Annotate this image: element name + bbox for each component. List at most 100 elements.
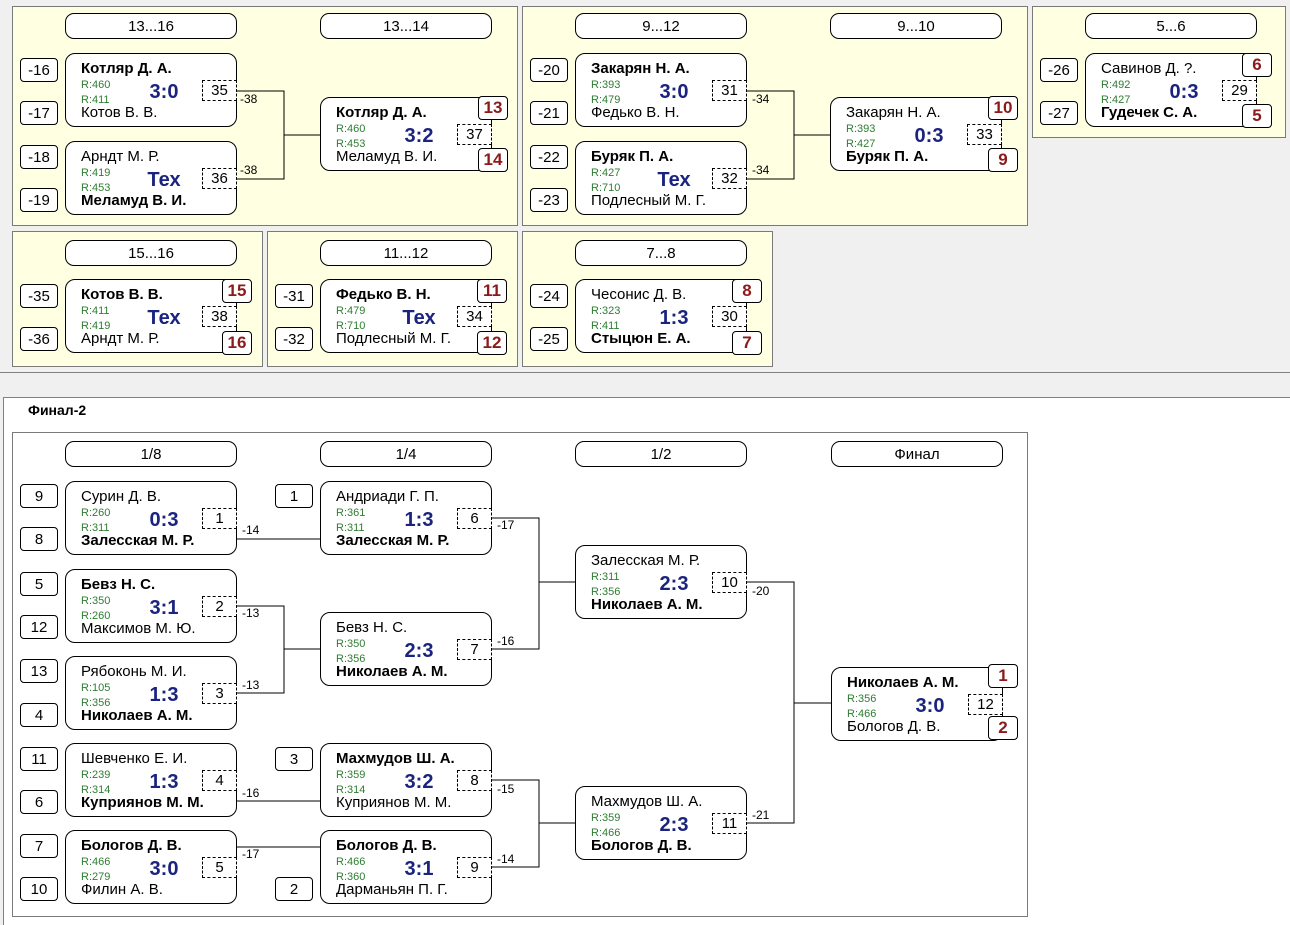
match-number: 6 [457, 508, 492, 529]
seed-box: 2 [275, 877, 313, 901]
final-match-card[interactable]: Николаев А. М. R:356 R:466 3:0 12 Болого… [831, 667, 1003, 741]
player-name: Буряк П. А. [846, 148, 929, 165]
match-score: Тех [147, 307, 181, 329]
player-rating: R:427 [591, 167, 621, 179]
match-card[interactable]: Арндт М. Р. R:419 R:453 Тех 36 Меламуд В… [65, 141, 237, 215]
player-rating: R:393 [591, 79, 621, 91]
match-card[interactable]: Закарян Н. А. R:393 R:427 0:3 33 Буряк П… [830, 97, 1002, 171]
player-name: Котляр Д. А. [81, 60, 172, 77]
match-card[interactable]: Бевз Н. С. R:350 R:356 2:3 7 Николаев А.… [320, 612, 492, 686]
match-score: 1:3 [149, 684, 179, 706]
match-card[interactable]: Рябоконь М. И. R:105 R:356 1:3 3 Николае… [65, 656, 237, 730]
player-name: Филин А. В. [81, 881, 163, 898]
player-name: Федько В. Н. [591, 104, 680, 121]
match-number: 11 [712, 813, 747, 834]
match-score: 3:0 [149, 858, 179, 880]
match-card[interactable]: Бологов Д. В. R:466 R:279 3:0 5 Филин А.… [65, 830, 237, 904]
player-rating: R:466 [336, 856, 366, 868]
place-badge: 9 [988, 148, 1018, 172]
place-badge: 8 [732, 279, 762, 303]
match-card[interactable]: Залесская М. Р. R:311 R:356 2:3 10 Никол… [575, 545, 747, 619]
match-card[interactable]: Бевз Н. С. R:350 R:260 3:1 2 Максимов М.… [65, 569, 237, 643]
seed-box: 1 [275, 484, 313, 508]
player-rating: R:260 [81, 507, 111, 519]
seed-box: -20 [530, 58, 568, 82]
match-score: 3:0 [915, 695, 945, 717]
player-rating: R:411 [81, 305, 110, 317]
match-card[interactable]: Чесонис Д. В. R:323 R:411 1:3 30 Стыцюн … [575, 279, 747, 353]
player-rating: R:356 [847, 693, 877, 705]
player-name: Залесская М. Р. [81, 532, 195, 549]
seed-box: -36 [20, 327, 58, 351]
match-card[interactable]: Махмудов Ш. А. R:359 R:466 2:3 11 Болого… [575, 786, 747, 860]
place-badge: 11 [477, 279, 507, 303]
match-card[interactable]: Котов В. В. R:411 R:419 Тех 38 Арндт М. … [65, 279, 237, 353]
next-match-label: -14 [497, 852, 515, 866]
player-name: Куприянов М. М. [336, 794, 452, 811]
player-rating: R:460 [336, 123, 366, 135]
player-rating: R:479 [591, 94, 621, 106]
match-card[interactable]: Буряк П. А. R:427 R:710 Тех 32 Подлесный… [575, 141, 747, 215]
match-card[interactable]: Шевченко Е. И. R:239 R:314 1:3 4 Куприян… [65, 743, 237, 817]
seed-box: -21 [530, 101, 568, 125]
player-rating: R:466 [847, 708, 877, 720]
player-rating: R:427 [846, 138, 876, 150]
seed-box: 13 [20, 659, 58, 683]
match-number: 33 [967, 124, 1002, 145]
match-number: 34 [457, 306, 492, 327]
place-badge: 16 [222, 331, 252, 355]
match-card[interactable]: Федько В. Н. R:479 R:710 Тех 34 Подлесны… [320, 279, 492, 353]
seed-box: -31 [275, 284, 313, 308]
player-rating: R:453 [336, 138, 366, 150]
player-rating: R:356 [81, 697, 111, 709]
match-card[interactable]: Котляр Д. А. R:460 R:453 3:2 37 Меламуд … [320, 97, 492, 171]
match-number: 31 [712, 80, 747, 101]
match-number: 37 [457, 124, 492, 145]
seed-box: 4 [20, 703, 58, 727]
match-card[interactable]: Закарян Н. А. R:393 R:479 3:0 31 Федько … [575, 53, 747, 127]
next-match-label: -20 [752, 584, 770, 598]
next-match-label: -34 [752, 163, 770, 177]
player-rating: R:239 [81, 769, 111, 781]
seed-box: -18 [20, 145, 58, 169]
place-badge: 5 [1242, 104, 1272, 128]
round-header: 1/4 [320, 441, 492, 467]
place-badge: 6 [1242, 53, 1272, 77]
player-rating: R:359 [591, 812, 621, 824]
player-rating: R:460 [81, 79, 111, 91]
player-rating: R:492 [1101, 79, 1131, 91]
match-card[interactable]: Котляр Д. А. R:460 R:411 3:0 35 Котов В.… [65, 53, 237, 127]
player-name: Закарян Н. А. [846, 104, 941, 121]
next-match-label: -13 [242, 678, 260, 692]
player-rating: R:419 [81, 320, 111, 332]
bracket-header: 13...14 [320, 13, 492, 39]
player-rating: R:350 [81, 595, 111, 607]
match-card[interactable]: Андриади Г. П. R:361 R:311 1:3 6 Залесск… [320, 481, 492, 555]
player-name: Николаев А. М. [847, 674, 959, 691]
match-number: 7 [457, 639, 492, 660]
match-number: 9 [457, 857, 492, 878]
player-rating: R:260 [81, 610, 111, 622]
player-rating: R:419 [81, 167, 111, 179]
seed-box: 5 [20, 572, 58, 596]
next-match-label: -38 [240, 92, 258, 106]
player-name: Николаев А. М. [336, 663, 448, 680]
place-badge: 7 [732, 331, 762, 355]
next-match-label: -14 [242, 523, 260, 537]
seed-box: -26 [1040, 58, 1078, 82]
seed-box: 6 [20, 790, 58, 814]
match-card[interactable]: Сурин Д. В. R:260 R:311 0:3 1 Залесская … [65, 481, 237, 555]
match-score: Тех [657, 169, 691, 191]
place-badge: 10 [988, 96, 1018, 120]
player-name: Арндт М. Р. [81, 330, 160, 347]
match-score: 0:3 [149, 509, 179, 531]
match-card[interactable]: Савинов Д. ?. R:492 R:427 0:3 29 Гудечек… [1085, 53, 1257, 127]
place-badge: 14 [478, 148, 508, 172]
match-card[interactable]: Махмудов Ш. А. R:359 R:314 3:2 8 Куприян… [320, 743, 492, 817]
player-name: Стыцюн Е. А. [591, 330, 691, 347]
player-rating: R:311 [81, 522, 110, 534]
player-rating: R:427 [1101, 94, 1131, 106]
player-name: Меламуд В. И. [336, 148, 438, 165]
player-name: Максимов М. Ю. [81, 620, 196, 637]
match-card[interactable]: Бологов Д. В. R:466 R:360 3:1 9 Дарманья… [320, 830, 492, 904]
